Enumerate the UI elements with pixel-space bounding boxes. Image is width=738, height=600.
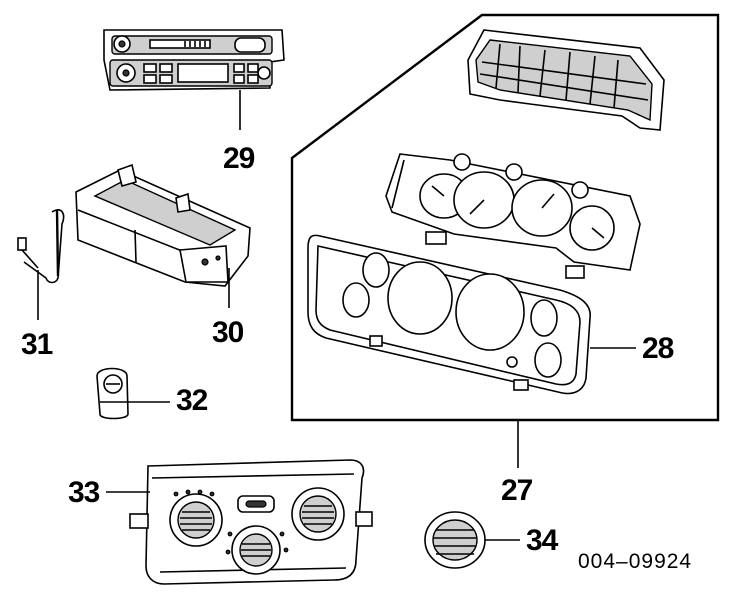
bulb-socket-part-32: [96, 367, 170, 420]
callout-29: 29: [223, 142, 255, 175]
air-vent-part-34: [424, 511, 520, 569]
callout-34: 34: [526, 524, 558, 557]
callout-30: 30: [212, 316, 244, 349]
callout-32: 32: [176, 384, 208, 417]
callout-28: 28: [642, 332, 674, 365]
cluster-circuit-board: [467, 29, 665, 131]
callout-33: 33: [68, 476, 100, 509]
figure-id: 004–09924: [578, 550, 693, 573]
gauge-assembly: [385, 153, 641, 279]
radio-part-29: [103, 29, 285, 130]
callout-31: 31: [21, 328, 53, 361]
instrument-cluster-group-outline: [290, 13, 720, 422]
cluster-lens-part-28: [307, 234, 636, 395]
wire-harness-part-31: [17, 209, 65, 320]
module-part-30: [75, 163, 251, 308]
callout-27: 27: [501, 474, 533, 507]
climate-control-part-33: [106, 459, 373, 585]
